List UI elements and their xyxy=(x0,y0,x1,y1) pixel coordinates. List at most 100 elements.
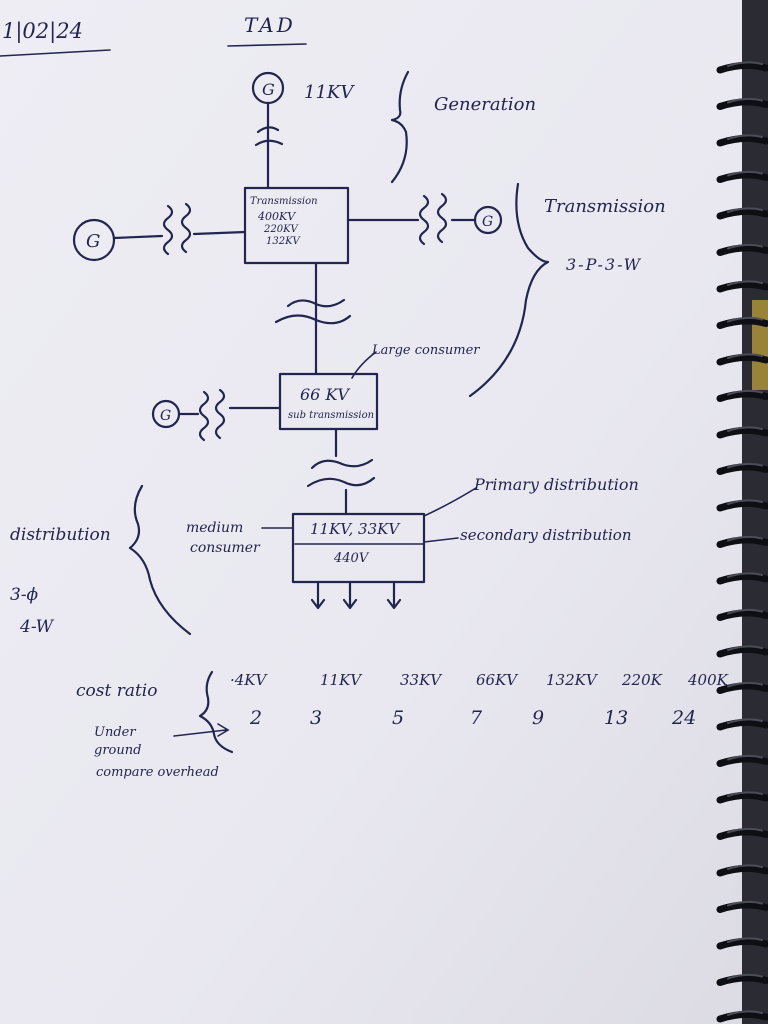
cost-voltage-2: 11KV xyxy=(320,671,363,689)
sub-transformer-coils xyxy=(198,388,226,442)
spiral-coil xyxy=(716,827,768,840)
underground-arrow xyxy=(173,723,230,737)
distribution-system-line2: 4-W xyxy=(19,617,55,637)
transmission-label: Transmission xyxy=(544,196,666,217)
svg-text:G: G xyxy=(482,214,493,230)
subtransmission-voltage: 66 KV xyxy=(300,385,350,404)
distribution-output-arrows xyxy=(310,580,402,610)
transmission-box-line-400: 400KV xyxy=(257,210,296,223)
sub-gen-line xyxy=(177,406,282,416)
transmission-system: 3-P-3-W xyxy=(566,255,642,274)
primary-distribution-pointer xyxy=(423,487,477,517)
spiral-coil xyxy=(716,499,768,512)
spiral-binding xyxy=(716,61,768,1023)
spiral-coil xyxy=(716,207,768,220)
spiral-coil xyxy=(716,97,768,110)
large-consumer-note: Large consumer xyxy=(371,343,480,358)
generation-voltage: 11KV xyxy=(304,82,355,103)
secondary-distribution-label: secondary distribution xyxy=(460,526,632,544)
spiral-coil xyxy=(716,243,768,256)
spiral-coil xyxy=(716,608,768,621)
spiral-coil xyxy=(716,718,768,731)
generation-label: Generation xyxy=(434,94,536,115)
spiral-coil xyxy=(716,535,768,548)
cost-ratio-4: 7 xyxy=(470,707,483,729)
spiral-coil xyxy=(716,937,768,950)
secondary-distribution-pointer xyxy=(423,537,459,543)
distribution-box-bottom: 440V xyxy=(333,551,370,566)
transmission-brace xyxy=(468,182,550,398)
cost-ratio-3: 5 xyxy=(392,707,404,729)
spiral-coil xyxy=(716,353,768,366)
transmission-box-line-220: 220KV xyxy=(263,224,300,235)
sub-to-dist-line xyxy=(334,427,348,516)
spiral-coil xyxy=(716,61,768,74)
underground-note-line2: ground xyxy=(94,743,141,758)
subtransmission-caption: sub transmission xyxy=(288,410,374,421)
left-generator-symbol: G xyxy=(72,218,116,262)
distribution-box-top: 11KV, 33KV xyxy=(310,520,401,538)
spiral-coil xyxy=(716,791,768,804)
cost-ratio-label: cost ratio xyxy=(76,681,157,701)
cost-ratio-brace xyxy=(198,670,234,754)
date-underline xyxy=(0,49,111,57)
distribution-system-line1: 3-ϕ xyxy=(10,585,39,605)
distribution-label: distribution xyxy=(10,525,111,545)
transmission-box-title: Transmission xyxy=(250,196,318,207)
cost-voltage-7: 400K xyxy=(687,671,729,689)
spiral-coil xyxy=(716,134,768,147)
cost-ratio-7: 24 xyxy=(671,707,696,729)
spiral-coil xyxy=(716,754,768,767)
spiral-coil xyxy=(716,426,768,439)
underground-note-line3: compare overhead xyxy=(96,765,219,780)
binding-strip xyxy=(742,0,768,1024)
svg-text:G: G xyxy=(86,231,100,252)
medium-consumer-line1: medium xyxy=(186,520,243,536)
left-transformer-coils xyxy=(162,202,192,256)
cost-ratio-6: 13 xyxy=(604,707,628,729)
cost-ratio-1: 2 xyxy=(249,707,262,729)
transmission-box-line-132: 132KV xyxy=(266,236,302,247)
spiral-coil xyxy=(716,280,768,293)
medium-consumer-line2: consumer xyxy=(190,540,261,556)
right-transformer-coils xyxy=(418,192,448,246)
right-generator-symbol: G xyxy=(473,205,503,235)
distribution-brace xyxy=(128,484,192,636)
spiral-coil xyxy=(716,681,768,694)
distribution-box xyxy=(291,512,426,584)
gen-transformer-symbol xyxy=(254,126,284,147)
spiral-coil xyxy=(716,645,768,658)
title-underline xyxy=(227,43,307,47)
cost-voltage-6: 220K xyxy=(621,671,663,689)
svg-text:G: G xyxy=(262,80,275,99)
page-date: 1|02|24 xyxy=(2,19,83,44)
paper-sheet xyxy=(0,0,742,1024)
spiral-coil xyxy=(716,973,768,986)
spiral-coil xyxy=(716,389,768,402)
cost-ratio-2: 3 xyxy=(310,707,322,729)
large-consumer-arrow xyxy=(351,351,377,379)
svg-text:G: G xyxy=(160,408,171,424)
spiral-coil xyxy=(716,1010,768,1023)
subtransmission-box xyxy=(278,372,379,431)
cost-voltage-1: ·4KV xyxy=(230,671,269,689)
primary-distribution-label: Primary distribution xyxy=(473,475,639,494)
yellow-page-edge xyxy=(752,300,768,390)
spiral-coil xyxy=(716,572,768,585)
underground-note-line1: Under xyxy=(94,725,136,740)
spiral-coil xyxy=(716,462,768,475)
cost-voltage-5: 132KV xyxy=(546,671,599,689)
spiral-coil xyxy=(716,316,768,329)
left-gen-line xyxy=(112,230,247,240)
page-title: TAD xyxy=(244,13,296,37)
generation-brace xyxy=(390,70,410,184)
cost-voltage-3: 33KV xyxy=(400,671,443,689)
spiral-coil xyxy=(716,900,768,913)
spiral-coil xyxy=(716,170,768,183)
trans-to-sub-transformer xyxy=(274,298,352,325)
transmission-box xyxy=(243,186,350,265)
